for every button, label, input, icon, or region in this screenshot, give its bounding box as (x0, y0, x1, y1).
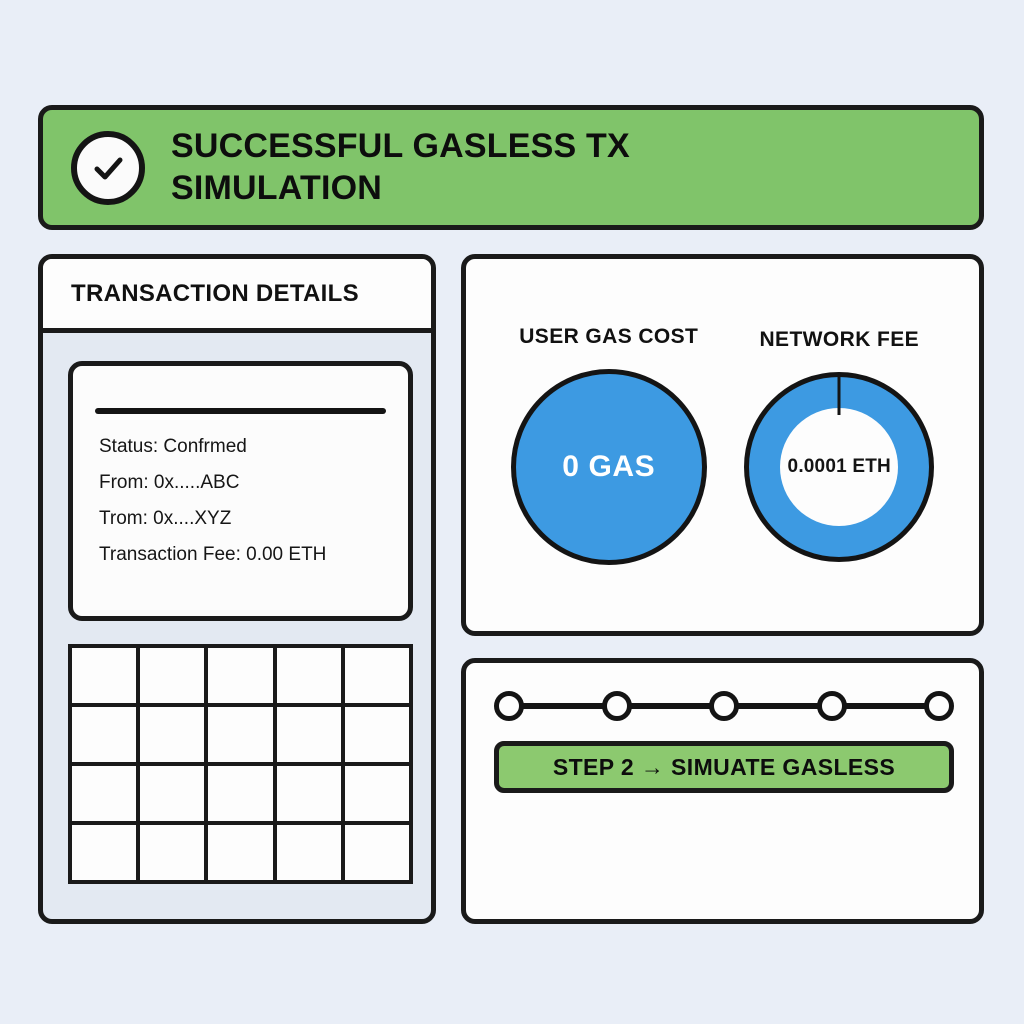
table-cell[interactable] (272, 821, 345, 884)
transaction-summary-card: Status: Confrmed From: 0x.....ABC Trom: … (68, 361, 413, 621)
donut-chart-network-fee[interactable]: 0.0001 ETH (744, 372, 935, 562)
chart-label-user-gas-cost: USER GAS COST (519, 325, 699, 348)
table-cell[interactable] (136, 644, 209, 707)
check-circle-icon (71, 130, 145, 205)
table-cell[interactable] (340, 762, 414, 825)
divider (95, 408, 386, 414)
table-cell[interactable] (204, 821, 277, 884)
table-cell[interactable] (204, 762, 277, 825)
detail-row-from: From: 0x.....ABC (99, 471, 240, 493)
donut-segment-divider (837, 377, 841, 415)
table-cell[interactable] (67, 703, 141, 766)
grid-table (67, 644, 414, 884)
table-cell[interactable] (340, 821, 414, 884)
data-grid (67, 644, 414, 884)
step-dot-5[interactable] (924, 691, 954, 721)
table-cell[interactable] (340, 644, 414, 707)
table-cell[interactable] (67, 762, 141, 825)
step-dot-1[interactable] (494, 691, 524, 721)
current-step-label: STEP 2 → SIMUATE GASLESS (552, 753, 896, 780)
table-cell[interactable] (136, 762, 209, 825)
user-gas-cost-chart: USER GAS COST 0 GAS (510, 325, 707, 565)
pie-chart-value: 0 GAS (562, 450, 656, 483)
step-indicator (494, 689, 954, 723)
detail-row-to: Trom: 0x....XYZ (99, 507, 232, 529)
gas-charts-panel: USER GAS COST 0 GAS NETWORK FEE 0.0001 E… (461, 254, 984, 636)
table-cell[interactable] (67, 821, 141, 884)
table-cell[interactable] (272, 644, 345, 707)
donut-hole: 0.0001 ETH (780, 408, 899, 526)
table-row (67, 762, 414, 825)
table-row (67, 821, 414, 884)
table-cell[interactable] (340, 703, 414, 766)
transaction-details-header: TRANSACTION DETAILS (43, 259, 431, 333)
donut-chart-value: 0.0001 ETH (787, 456, 891, 477)
table-cell[interactable] (67, 644, 141, 707)
status-banner: SUCCESSFUL GASLESS TX SIMULATION (38, 105, 984, 230)
table-cell[interactable] (204, 703, 277, 766)
progress-steps-panel: STEP 2 → SIMUATE GASLESS (461, 658, 984, 924)
pie-chart-user-gas-cost[interactable]: 0 GAS (510, 369, 707, 565)
table-cell[interactable] (136, 821, 209, 884)
detail-row-status: Status: Confrmed (99, 436, 247, 457)
page-title: TRANSACTION DETAILS (71, 279, 359, 307)
table-cell[interactable] (272, 762, 345, 825)
step-dot-4[interactable] (816, 691, 847, 721)
banner-title: SUCCESSFUL GASLESS TX SIMULATION (171, 127, 630, 207)
table-row (67, 703, 414, 766)
detail-row-fee: Transaction Fee: 0.00 ETH (99, 543, 327, 565)
transaction-detail-list: Status: Confrmed From: 0x.....ABC Trom: … (95, 436, 386, 565)
network-fee-chart: NETWORK FEE 0.0001 ETH (744, 328, 935, 562)
charts-row: USER GAS COST 0 GAS NETWORK FEE 0.0001 E… (466, 259, 979, 631)
step-dot-2[interactable] (601, 691, 632, 721)
table-cell[interactable] (136, 703, 209, 766)
transaction-details-panel: TRANSACTION DETAILS Status: Confrmed Fro… (38, 254, 436, 924)
table-row (67, 644, 414, 707)
current-step-button[interactable]: STEP 2 → SIMUATE GASLESS (494, 741, 954, 793)
step-dot-3[interactable] (709, 691, 739, 721)
table-cell[interactable] (204, 644, 277, 707)
chart-label-network-fee: NETWORK FEE (759, 328, 920, 351)
table-cell[interactable] (272, 703, 345, 766)
